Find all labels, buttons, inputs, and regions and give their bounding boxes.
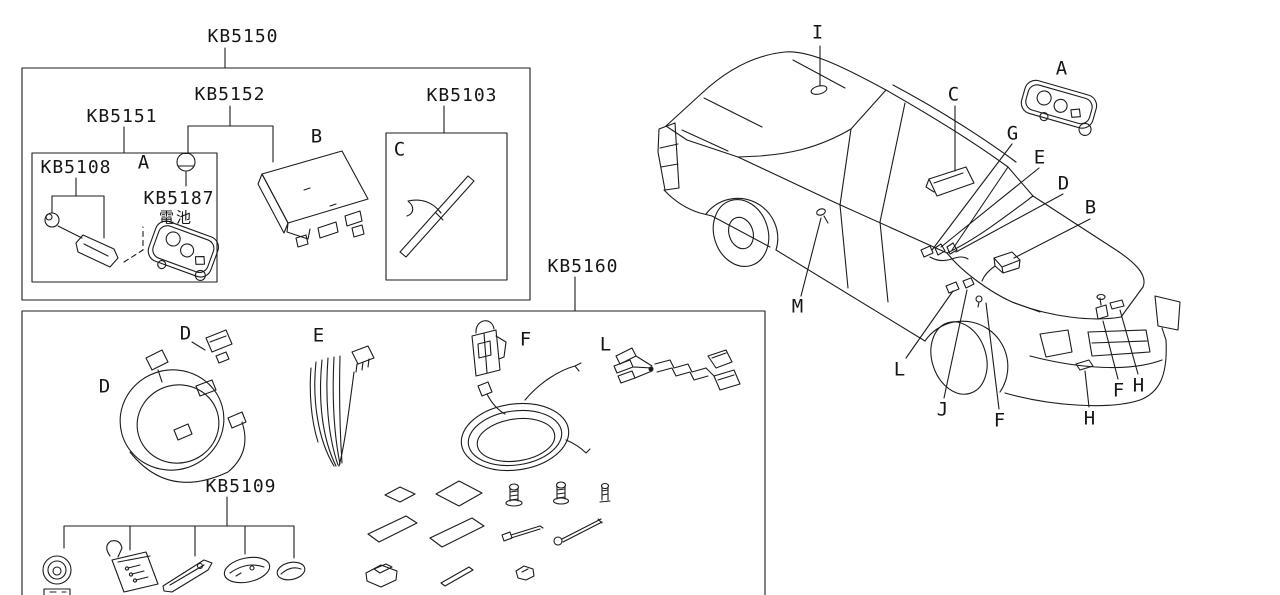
callout-box-e: E [312, 324, 326, 347]
wire-bundle-icon [309, 345, 375, 467]
control-module-icon [257, 150, 369, 248]
callout-box-a: A [137, 151, 151, 174]
door-keyhole [816, 208, 826, 216]
callout-box-d1: D [98, 375, 112, 398]
callout-car-l: L [893, 358, 907, 381]
part-label-kb5151: KB5151 [86, 106, 158, 127]
part-label-kb5187: KB5187 [143, 188, 215, 209]
harness-coil-icon [460, 362, 591, 472]
kb5109-parts-icons [42, 540, 306, 595]
antenna-icon [385, 132, 508, 281]
hood-switch-icon [1095, 293, 1109, 320]
callout-box-c: C [393, 138, 407, 161]
kit-box-kb5150-outline [21, 47, 531, 301]
callout-car-f2: F [1112, 379, 1126, 402]
door-harness-icon [119, 329, 247, 483]
callout-car-h1: H [1083, 407, 1097, 430]
grille [1087, 329, 1151, 357]
callout-box-f: F [519, 328, 533, 351]
adapter-harness-icon [613, 347, 741, 391]
part-label-kb5109: KB5109 [205, 476, 277, 497]
battery-note-label: 電池 [158, 208, 194, 227]
callout-car-j: J [936, 398, 950, 421]
car-illustration [657, 45, 1181, 410]
headlight-right [1154, 295, 1181, 331]
callout-box-l: L [599, 333, 613, 356]
callout-box-d2: D [179, 322, 193, 345]
siren-icon [471, 320, 507, 377]
callout-car-f1: F [993, 409, 1007, 432]
warning-sticker-hood [1109, 299, 1125, 310]
part-label-kb5103: KB5103 [426, 85, 498, 106]
rear-shelf-lamp-icon [925, 166, 975, 197]
key-cylinder-icon [44, 212, 144, 268]
callout-car-e: E [1033, 146, 1047, 169]
part-label-kb5150: KB5150 [207, 26, 279, 47]
battery-icon [176, 152, 196, 187]
callout-car-c: C [947, 83, 961, 106]
roof-antenna-grommet [810, 85, 828, 95]
cowl-connectors-icon [920, 242, 969, 262]
callout-car-a: A [1055, 57, 1069, 80]
part-label-kb5160: KB5160 [547, 256, 619, 277]
kit-box-kb5151-outline [31, 152, 218, 283]
callout-car-b: B [1084, 196, 1098, 219]
callout-car-m: M [791, 295, 805, 318]
remote-fob-icon [147, 220, 219, 282]
fender-clips-icon [945, 277, 983, 308]
callout-car-d: D [1057, 172, 1071, 195]
car-module-icon [981, 251, 1021, 282]
part-label-kb5108: KB5108 [40, 157, 112, 178]
fastener-parts-icons [365, 480, 611, 588]
kit-box-kb5160-outline [21, 276, 766, 595]
callout-box-b: B [310, 125, 324, 148]
callout-car-g: G [1006, 122, 1020, 145]
callout-car-i: I [811, 21, 825, 44]
car-callout-leaders [800, 45, 1139, 410]
callout-car-h2: H [1132, 374, 1146, 397]
warning-sticker-bumper [1075, 359, 1094, 371]
headlight-left [1039, 329, 1073, 358]
part-label-kb5152: KB5152 [194, 84, 266, 105]
remote-fob-car-icon [1020, 79, 1098, 136]
